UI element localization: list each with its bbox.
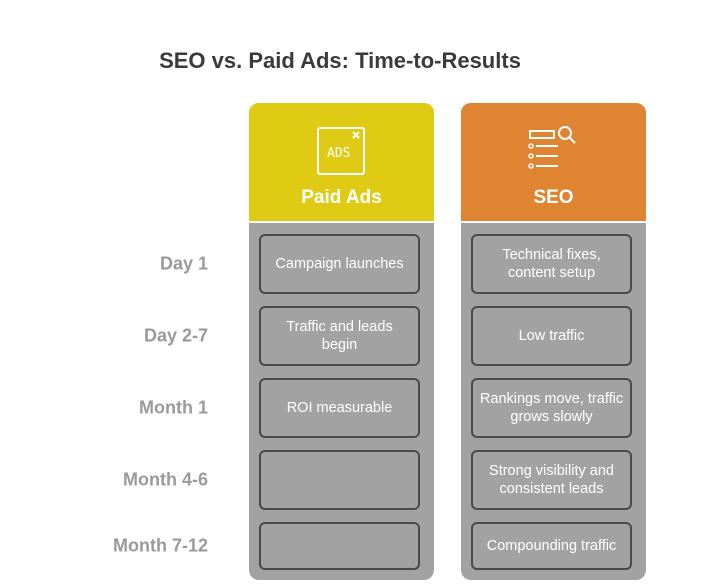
paid-ads-header: ADS Paid Ads: [249, 103, 434, 223]
seo-search-list-icon: [528, 126, 576, 169]
row-label-day-2-7: Day 2-7: [143, 325, 208, 346]
row-label-month-1: Month 1: [139, 397, 208, 418]
paid-ads-cell: Traffic and leads begin: [259, 306, 420, 366]
row-label-day-1: Day 1: [159, 253, 208, 274]
paid-ads-cell: Campaign launches: [259, 234, 420, 294]
ads-icon: ADS: [317, 127, 365, 175]
seo-header: SEO: [461, 103, 646, 223]
seo-cell: Strong visibility and consistent leads: [471, 450, 632, 510]
seo-column: SEO Technical fixes, content setup Low t…: [461, 103, 646, 580]
paid-ads-cell: [259, 522, 420, 570]
paid-ads-cell: [259, 450, 420, 510]
seo-cell: Rankings move, traffic grows slowly: [471, 378, 632, 438]
seo-cell: Technical fixes, content setup: [471, 234, 632, 294]
row-label-month-4-6: Month 4-6: [123, 469, 208, 490]
diagram-title: SEO vs. Paid Ads: Time-to-Results: [159, 48, 521, 73]
row-label-month-7-12: Month 7-12: [112, 535, 208, 556]
paid-ads-column: ADS Paid Ads Campaign launches Traffic a…: [249, 103, 434, 580]
seo-label: SEO: [533, 187, 574, 208]
paid-ads-label: Paid Ads: [301, 187, 382, 208]
seo-cell: Compounding traffic: [471, 522, 632, 570]
seo-cell: Low traffic: [471, 306, 632, 366]
paid-ads-cell: ROI measurable: [259, 378, 420, 438]
ads-icon-text: ADS: [327, 146, 350, 161]
